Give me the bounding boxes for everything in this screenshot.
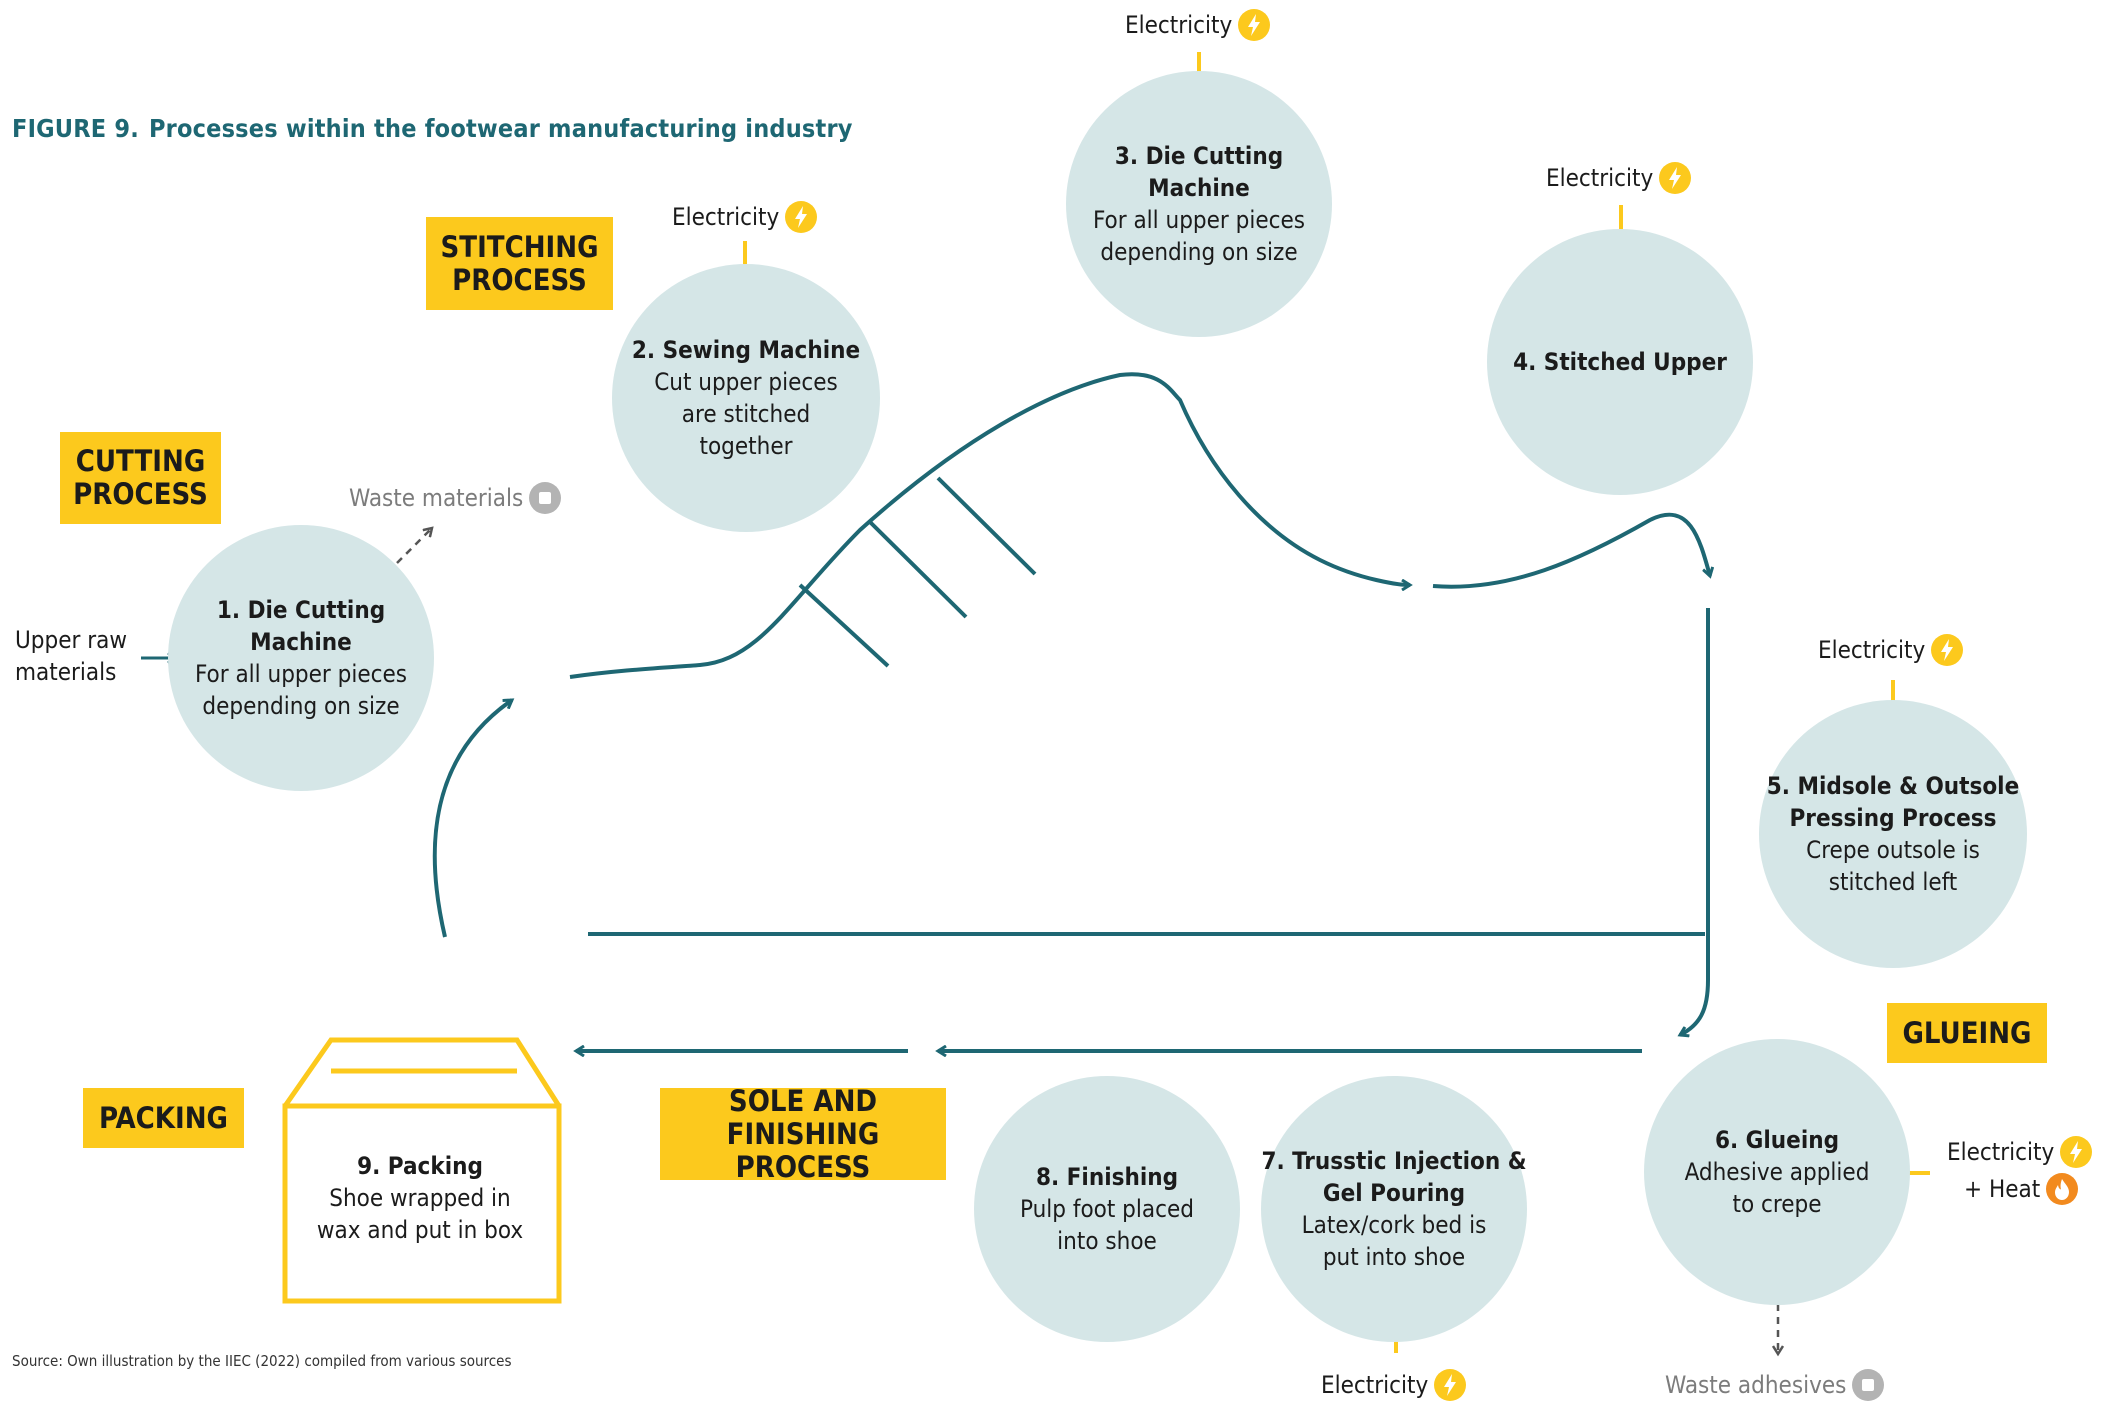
step-9-line-1: Shoe wrapped in xyxy=(329,1184,511,1212)
raw-materials-label: Upper raw materials xyxy=(15,624,127,688)
step-6-circle: 6. Glueing Adhesive applied to crepe xyxy=(1644,1039,1910,1305)
lace-line-2 xyxy=(868,520,968,619)
shoe-outline-path xyxy=(569,372,1410,679)
stage-cutting-line-2: PROCESS xyxy=(73,477,208,511)
step-2-line-3: together xyxy=(699,432,793,460)
step-2-circle: 2. Sewing Machine Cut upper pieces are s… xyxy=(612,264,880,532)
step-6-title: 6. Glueing xyxy=(1714,1126,1840,1154)
flow-up-curve xyxy=(432,698,512,938)
step-3-line-2: depending on size xyxy=(1100,238,1298,266)
electricity-label-6: Electricity xyxy=(1947,1136,2093,1168)
step-5-line-1: Crepe outsole is xyxy=(1806,836,1980,864)
step-7-line-1: Latex/cork bed is xyxy=(1301,1211,1487,1239)
step-7-circle: 7. Trusstic Injection & Gel Pouring Late… xyxy=(1261,1076,1527,1342)
lightning-bolt-icon xyxy=(1238,9,1271,41)
step-6-line-1: Adhesive applied xyxy=(1684,1158,1870,1186)
step-8-title: 8. Finishing xyxy=(1035,1163,1179,1191)
step-7-title-2: Gel Pouring xyxy=(1322,1179,1466,1207)
stage-badge-cutting: CUTTING PROCESS xyxy=(60,432,221,524)
vertical-flow-path xyxy=(1680,608,1710,1035)
step-2-line-2: are stitched xyxy=(681,400,811,428)
heat-label-6: + Heat xyxy=(1964,1173,2079,1205)
stage-stitching-line-1: STITCHING xyxy=(440,229,599,264)
step-2-line-1: Cut upper pieces xyxy=(654,368,838,396)
stop-square-icon xyxy=(1852,1369,1885,1401)
raw-materials-line-1: Upper raw xyxy=(15,626,128,654)
electricity-label-3: Electricity xyxy=(1125,9,1271,41)
lace-line-1 xyxy=(798,583,890,668)
stop-square-icon xyxy=(529,482,562,514)
stage-badge-stitching: STITCHING PROCESS xyxy=(426,217,613,310)
electricity-text: Electricity xyxy=(1947,1138,2055,1166)
step-6-line-2: to crepe xyxy=(1732,1190,1822,1218)
stage-sole-line-1: SOLE AND xyxy=(728,1083,878,1118)
step-1-line-2: depending on size xyxy=(202,692,400,720)
step-7-title-1: 7. Trusstic Injection & xyxy=(1261,1147,1527,1175)
step-2-title: 2. Sewing Machine xyxy=(631,336,861,364)
heel-curve-path xyxy=(1432,512,1710,589)
waste-materials-text: Waste materials xyxy=(349,484,524,512)
electricity-label-4: Electricity xyxy=(1546,162,1692,194)
figure-label: FIGURE 9. xyxy=(12,114,139,143)
figure-title-text: Processes within the footwear manufactur… xyxy=(148,114,853,143)
stage-sole-line-2: FINISHING PROCESS xyxy=(726,1116,880,1184)
stage-cutting-line-1: CUTTING xyxy=(75,444,206,478)
step-7-line-2: put into shoe xyxy=(1322,1243,1466,1271)
stage-stitching-line-2: PROCESS xyxy=(452,262,587,297)
stage-badge-packing: PACKING xyxy=(83,1088,244,1148)
electricity-text: Electricity xyxy=(1321,1371,1429,1399)
electricity-text: Electricity xyxy=(1818,636,1926,664)
step-8-line-1: Pulp foot placed xyxy=(1020,1195,1194,1223)
packing-box-lid xyxy=(282,1037,562,1108)
figure-title: FIGURE 9. Processes within the footwear m… xyxy=(12,114,853,143)
step-5-title-2: Pressing Process xyxy=(1789,804,1997,832)
figure-source: Source: Own illustration by the IIEC (20… xyxy=(12,1352,512,1370)
waste-materials-label: Waste materials xyxy=(349,482,562,514)
step-9-text: 9. Packing Shoe wrapped in wax and put i… xyxy=(282,1150,558,1246)
lightning-bolt-icon xyxy=(785,201,818,233)
stage-glueing-line-1: GLUEING xyxy=(1902,1015,2032,1050)
waste-adhesives-label: Waste adhesives xyxy=(1665,1369,1885,1401)
flame-icon xyxy=(2046,1173,2079,1205)
step-5-title-1: 5. Midsole & Outsole xyxy=(1766,772,2020,800)
waste-arrow-1 xyxy=(396,528,432,564)
stage-badge-glueing: GLUEING xyxy=(1887,1003,2047,1063)
step-3-title: 3. Die Cutting Machine xyxy=(1114,142,1284,202)
step-1-circle: 1. Die Cutting Machine For all upper pie… xyxy=(168,525,434,791)
stage-badge-sole: SOLE AND FINISHING PROCESS xyxy=(660,1083,946,1183)
step-8-circle: 8. Finishing Pulp foot placed into shoe xyxy=(974,1076,1240,1342)
lace-line-3 xyxy=(936,476,1037,576)
step-4-title: 4. Stitched Upper xyxy=(1513,348,1727,376)
lightning-bolt-icon xyxy=(2060,1136,2093,1168)
lightning-bolt-icon xyxy=(1659,162,1692,194)
lightning-bolt-icon xyxy=(1434,1369,1467,1401)
step-5-line-2: stitched left xyxy=(1828,868,1958,896)
electricity-text: Electricity xyxy=(1546,164,1654,192)
electricity-label-2: Electricity xyxy=(672,201,818,233)
heat-text: + Heat xyxy=(1964,1175,2041,1203)
step-3-circle: 3. Die Cutting Machine For all upper pie… xyxy=(1066,71,1332,337)
stage-packing-line-1: PACKING xyxy=(99,1100,228,1135)
step-5-circle: 5. Midsole & Outsole Pressing Process Cr… xyxy=(1759,700,2027,968)
electricity-label-5: Electricity xyxy=(1818,634,1964,666)
packing-box xyxy=(282,1103,562,1304)
step-4-circle: 4. Stitched Upper xyxy=(1487,229,1753,495)
electricity-text: Electricity xyxy=(672,203,780,231)
raw-materials-line-2: materials xyxy=(15,658,117,686)
step-9-title: 9. Packing xyxy=(357,1152,483,1180)
lightning-bolt-icon xyxy=(1931,634,1964,666)
step-8-line-2: into shoe xyxy=(1057,1227,1157,1255)
step-1-line-1: For all upper pieces xyxy=(194,660,408,688)
electricity-label-7: Electricity xyxy=(1321,1369,1467,1401)
step-9-line-2: wax and put in box xyxy=(316,1216,524,1244)
waste-adhesives-text: Waste adhesives xyxy=(1665,1371,1847,1399)
electricity-text: Electricity xyxy=(1125,11,1233,39)
step-1-title: 1. Die Cutting Machine xyxy=(216,596,386,656)
step-3-line-1: For all upper pieces xyxy=(1092,206,1306,234)
